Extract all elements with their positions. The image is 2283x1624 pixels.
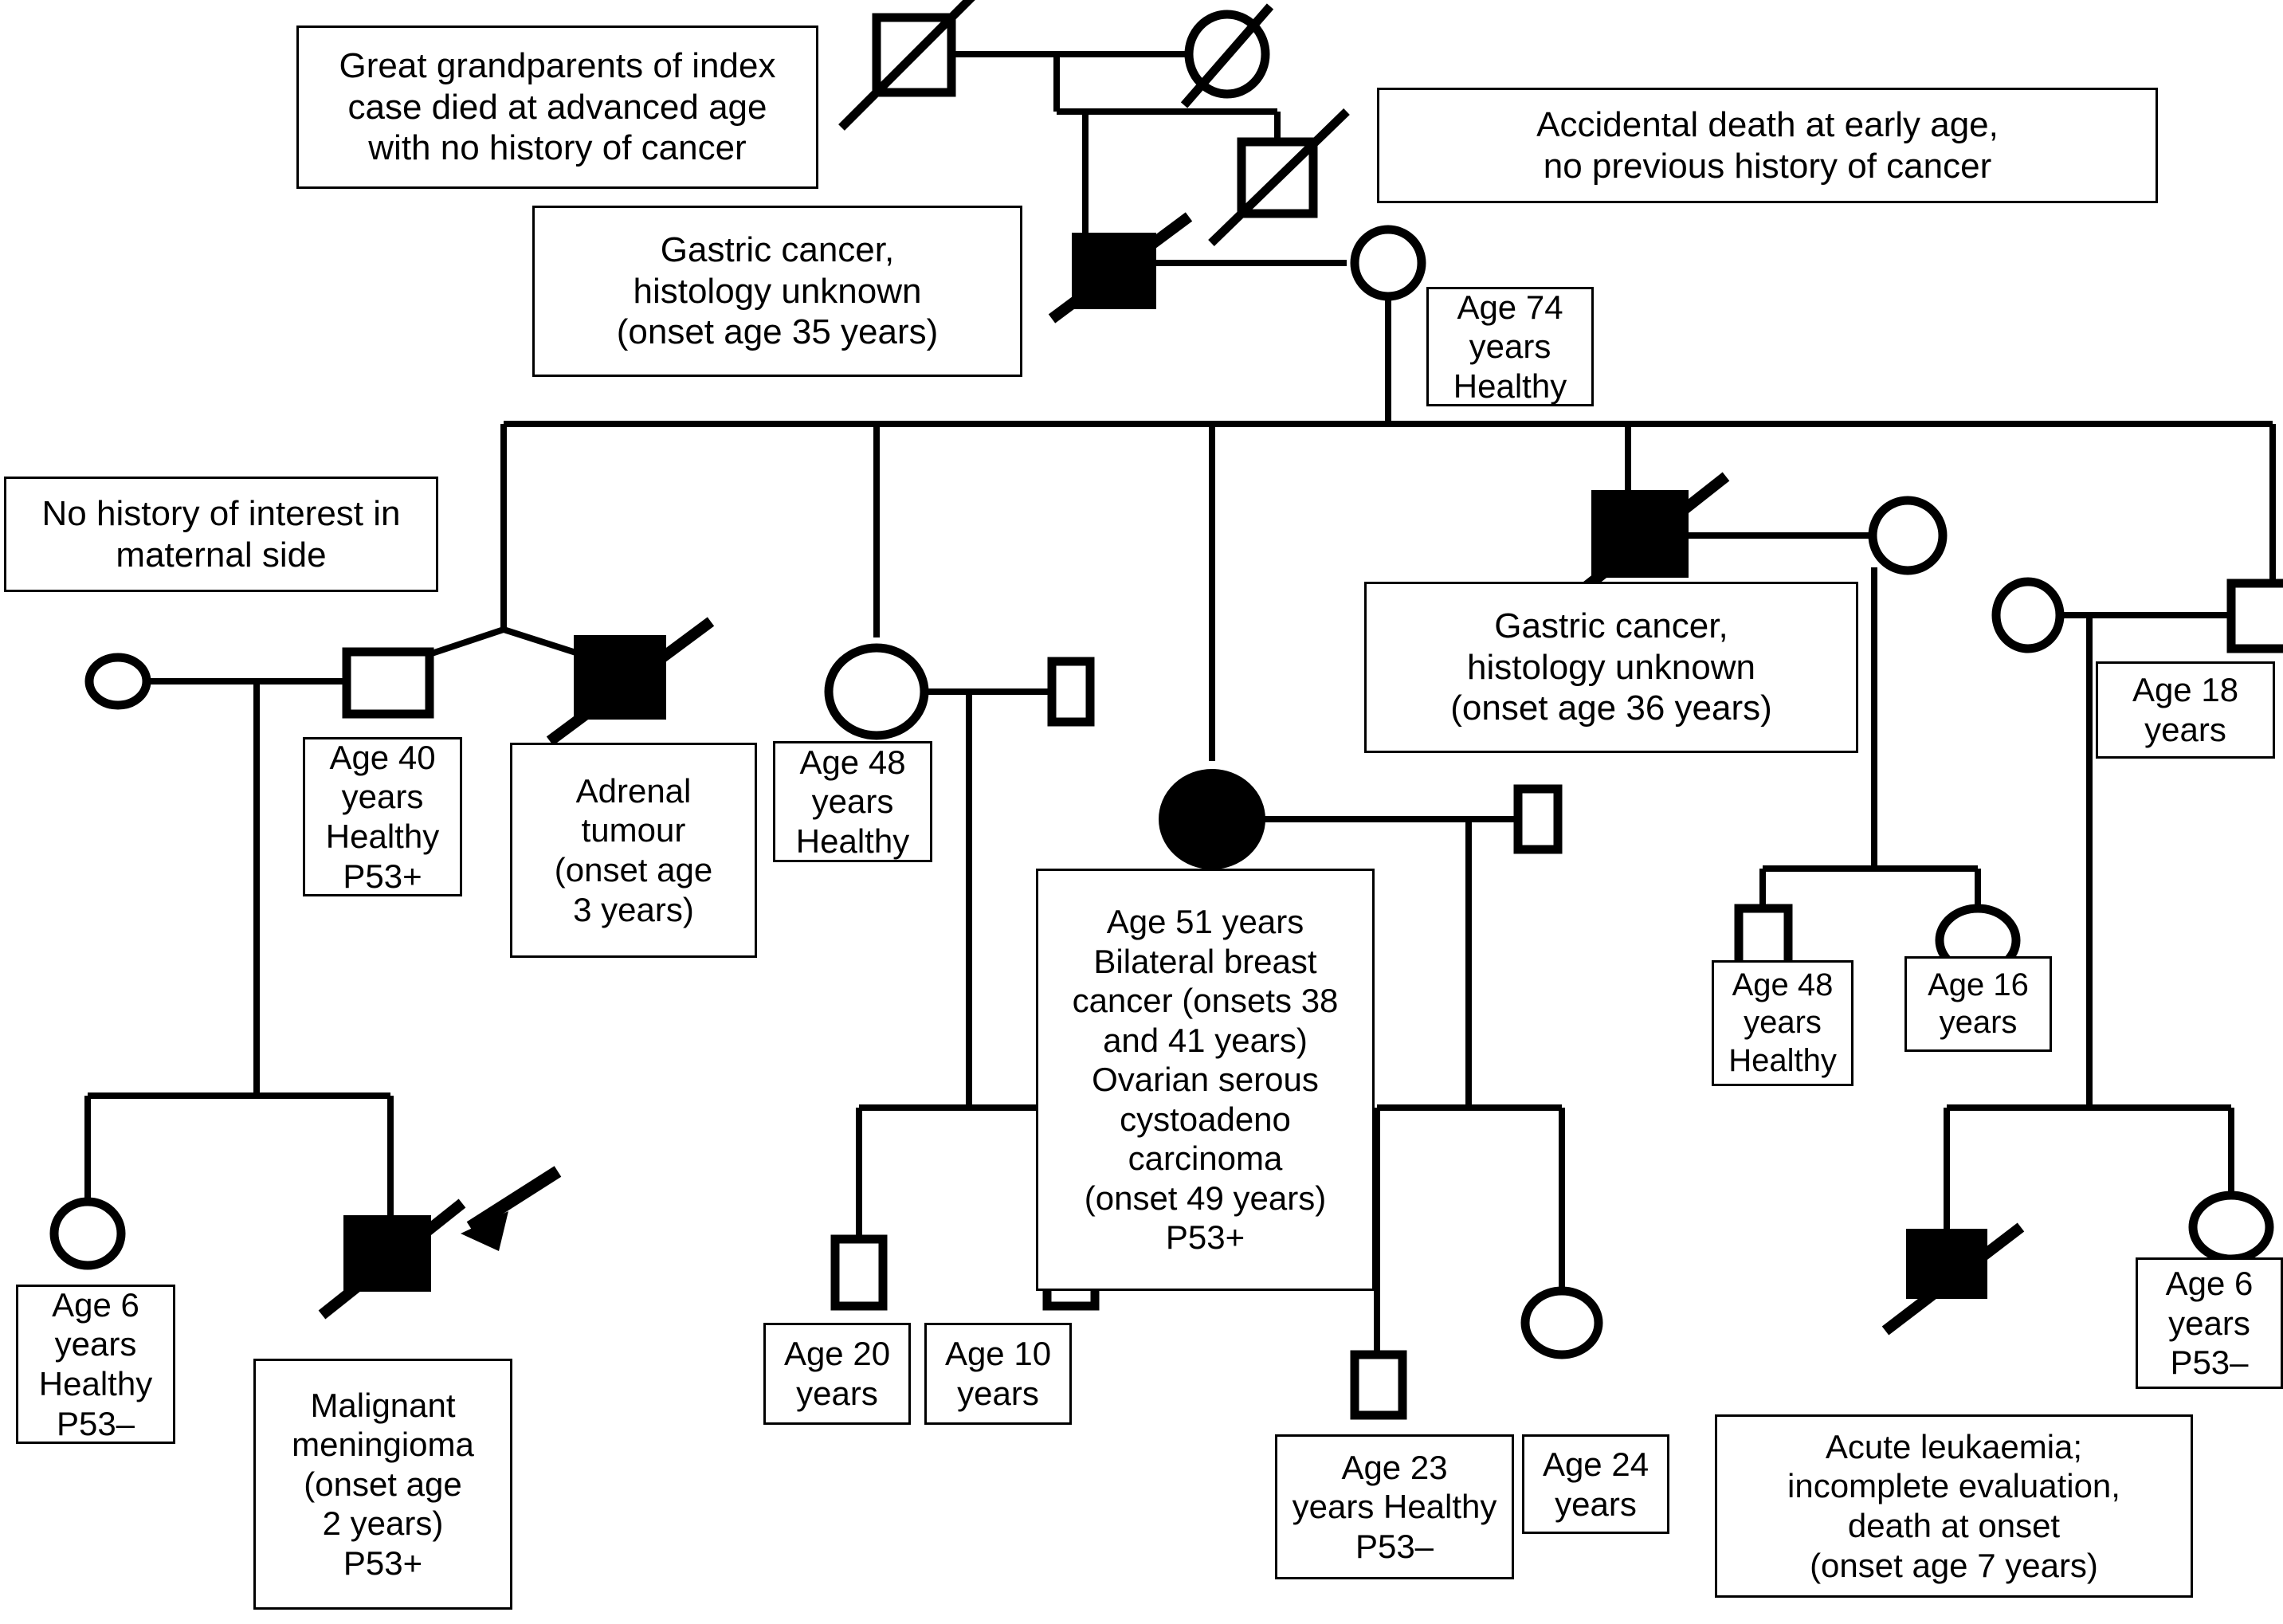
symbol-male-unaffected-iv3[interactable]: [830, 1234, 888, 1311]
note-accidental-death: Accidental death at early age, no previo…: [1377, 88, 2158, 203]
symbol-female-unaffected-iv10[interactable]: [2188, 1191, 2274, 1264]
note-age48-healthy-right: Age 48 years Healthy: [1712, 960, 1853, 1086]
note-age40-healthy-p53pos: Age 40 years Healthy P53+: [303, 737, 462, 896]
symbol-female-unaffected-iii10[interactable]: [1991, 577, 2065, 653]
note-age6-healthy-p53neg: Age 6 years Healthy P53–: [16, 1285, 175, 1444]
symbol-male-unaffected-deceased-ii2[interactable]: [1208, 108, 1350, 246]
note-age18: Age 18 years: [2096, 661, 2275, 759]
note-acute-leukaemia: Acute leukaemia; incomplete evaluation, …: [1715, 1414, 2193, 1598]
note-gastric-cancer-36: Gastric cancer, histology unknown (onset…: [1364, 582, 1858, 753]
symbol-female-unaffected-ii3[interactable]: [1350, 225, 1426, 301]
note-age16: Age 16 years: [1904, 956, 2052, 1052]
note-great-grandparents: Great grandparents of index case died at…: [296, 25, 818, 189]
symbol-male-unaffected-iii2[interactable]: [342, 647, 434, 719]
note-maternal-side: No history of interest in maternal side: [4, 477, 438, 592]
symbol-female-unaffected-iv1[interactable]: [49, 1197, 126, 1270]
symbol-male-unaffected-iv5[interactable]: [1350, 1350, 1407, 1420]
note-age6-p53neg-right: Age 6 years P53–: [2136, 1257, 2283, 1389]
note-age74-healthy: Age 74 years Healthy: [1426, 287, 1594, 406]
note-age24: Age 24 years: [1522, 1434, 1669, 1534]
note-age10: Age 10 years: [924, 1323, 1072, 1425]
symbol-male-affected-deceased-iii8[interactable]: [1564, 472, 1730, 606]
symbol-female-unaffected-iii4[interactable]: [824, 643, 929, 740]
symbol-male-affected-deceased-iii3[interactable]: [546, 617, 715, 746]
proband-arrow-icon: [461, 1166, 562, 1251]
symbol-male-unaffected-iii5[interactable]: [1047, 657, 1095, 727]
note-age20: Age 20 years: [763, 1323, 911, 1425]
symbol-male-affected-deceased-iv9[interactable]: [1881, 1222, 2025, 1336]
symbol-male-affected-deceased-iv2[interactable]: [318, 1198, 466, 1320]
note-malignant-meningioma: Malignant meningioma (onset age 2 years)…: [253, 1359, 512, 1610]
note-age48-healthy-left: Age 48 years Healthy: [773, 741, 932, 862]
symbol-female-unaffected-iv6[interactable]: [1520, 1286, 1603, 1359]
symbol-male-affected-deceased-ii1[interactable]: [1048, 212, 1193, 324]
symbol-male-unaffected-iii7[interactable]: [1513, 784, 1563, 854]
note-gastric-cancer-35: Gastric cancer, histology unknown (onset…: [532, 206, 1022, 377]
symbol-female-unaffected-deceased-i2[interactable]: [1180, 3, 1274, 108]
note-index-case-history: Age 51 years Bilateral breast cancer (on…: [1036, 869, 1375, 1291]
symbol-female-unaffected-iii9[interactable]: [1868, 496, 1948, 575]
symbol-female-affected-iii6[interactable]: [1159, 769, 1265, 869]
note-age23-healthy-p53neg: Age 23 years Healthy P53–: [1275, 1434, 1514, 1579]
symbol-male-unaffected-deceased-i1[interactable]: [838, 0, 987, 131]
symbol-male-unaffected-iii11[interactable]: [2226, 579, 2283, 653]
note-adrenal-tumour: Adrenal tumour (onset age 3 years): [510, 743, 757, 958]
symbol-female-unaffected-iii1[interactable]: [84, 653, 151, 710]
